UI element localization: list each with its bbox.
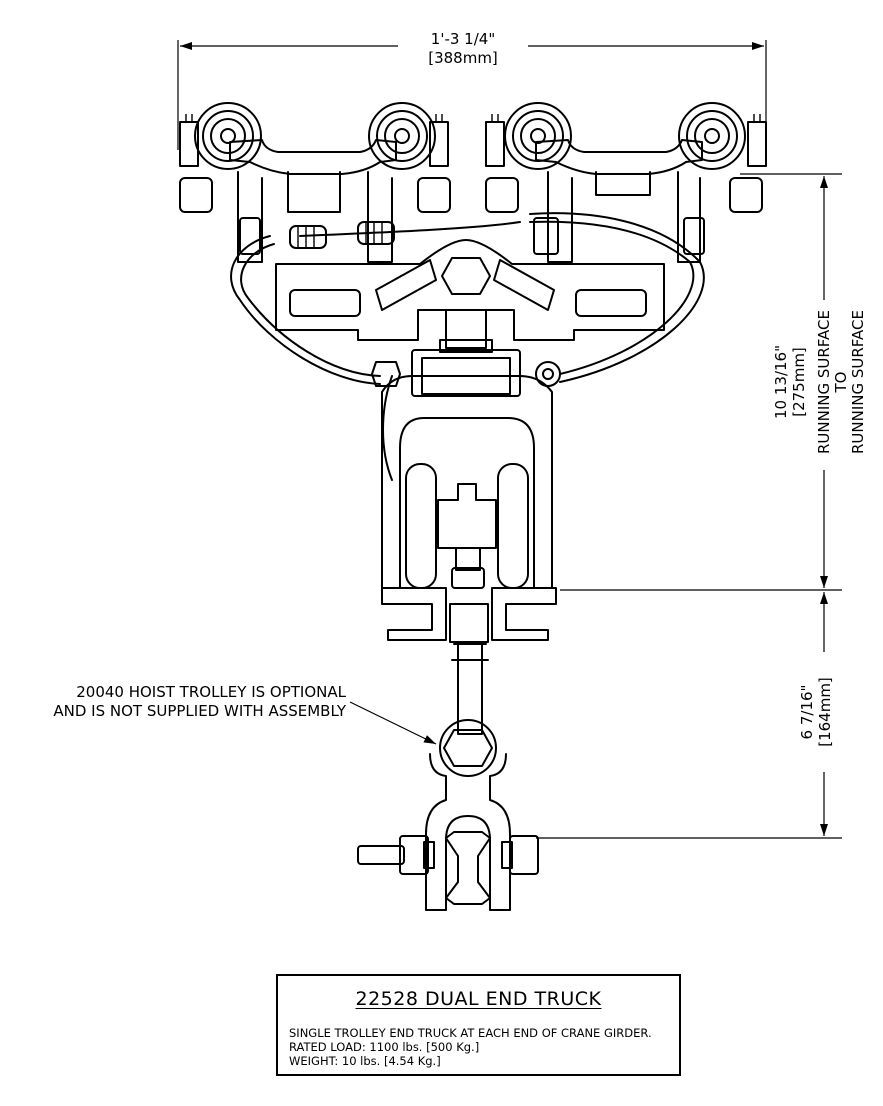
running-height-metric: [275mm] [790, 347, 808, 417]
lower-dim-metric: [164mm] [816, 677, 834, 747]
running-surface-label-1: RUNNING SURFACE [815, 310, 833, 454]
weight-line: WEIGHT: 10 lbs. [4.54 Kg.] [289, 1054, 441, 1068]
running-surface-dimension: 10 13/16" [275mm] RUNNING SURFACE TO RUN… [560, 173, 867, 591]
lower-dimension: 6 7/16" [164mm] [536, 592, 842, 839]
wheel-icon [194, 102, 262, 170]
overall-width-metric: [388mm] [428, 49, 498, 67]
hoist-trolley [357, 641, 539, 911]
left-trolley [179, 102, 451, 263]
running-surface-label-2: RUNNING SURFACE [849, 310, 867, 454]
safety-cable [230, 212, 705, 481]
end-truck-body [371, 349, 561, 643]
overall-width-dimension: 1'-3 1/4" [388mm] [177, 30, 767, 150]
wheel-icon [504, 102, 572, 170]
hex-bolt-icon [441, 257, 491, 295]
running-height-imperial: 10 13/16" [772, 345, 790, 419]
hex-nut-icon [239, 217, 705, 255]
title-block: 22528 DUAL END TRUCK SINGLE TROLLEY END … [276, 974, 681, 1076]
description-line: SINGLE TROLLEY END TRUCK AT EACH END OF … [289, 1026, 652, 1040]
drawing-title: 22528 DUAL END TRUCK [355, 988, 602, 1010]
hoist-trolley-note: 20040 HOIST TROLLEY IS OPTIONAL AND IS N… [53, 683, 437, 745]
note-line-1: 20040 HOIST TROLLEY IS OPTIONAL [76, 683, 346, 701]
rated-load-line: RATED LOAD: 1100 lbs. [500 Kg.] [289, 1040, 480, 1054]
lower-dim-imperial: 6 7/16" [798, 685, 816, 740]
wheel-icon [368, 102, 436, 170]
cross-bar [275, 239, 665, 353]
overall-width-imperial: 1'-3 1/4" [431, 30, 495, 48]
running-surface-label-to: TO [832, 372, 850, 394]
note-line-2: AND IS NOT SUPPLIED WITH ASSEMBLY [53, 702, 346, 720]
wheel-icon [678, 102, 746, 170]
right-trolley [485, 102, 767, 263]
